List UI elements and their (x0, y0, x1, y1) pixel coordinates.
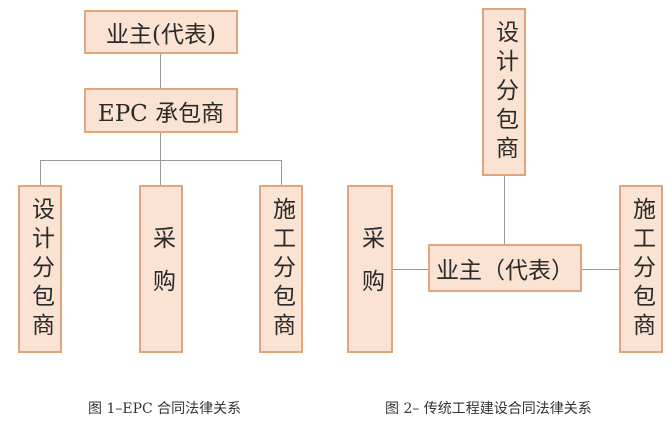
design-subcontractor-box: 设计分包商 (18, 185, 62, 353)
diagram2-caption: 图 2– 传统工程建设合同法律关系 (385, 401, 592, 417)
connector-design-owner (504, 176, 505, 244)
owner-label-2: 业主（代表） (436, 258, 574, 284)
owner-box: 业主(代表) (84, 10, 238, 54)
contractor-box: EPC 承包商 (84, 88, 238, 133)
construction-subcontractor-label-2: 施工分包商 (628, 196, 655, 342)
connector-contractor-bus (160, 132, 161, 160)
construction-subcontractor-label: 施工分包商 (268, 196, 295, 342)
connector-bus-construction (281, 160, 282, 185)
owner-box-2: 业主（代表） (428, 244, 582, 292)
procurement-box-2: 采购 (347, 185, 393, 353)
procurement-label-2: 采购 (357, 226, 384, 312)
design-subcontractor-label-2: 设计分包商 (491, 19, 518, 165)
connector-bus-procurement (160, 160, 161, 185)
diagram1-caption: 图 1–EPC 合同法律关系 (88, 401, 242, 417)
connector-owner-contractor (160, 53, 161, 88)
connector-owner-construction (581, 269, 619, 270)
construction-subcontractor-box-2: 施工分包商 (619, 185, 663, 353)
contractor-label: EPC 承包商 (97, 100, 225, 127)
design-subcontractor-box-2: 设计分包商 (482, 8, 526, 176)
procurement-label: 采购 (148, 226, 175, 312)
owner-label: 业主(代表) (106, 22, 216, 48)
connector-bus-design (40, 160, 41, 185)
construction-subcontractor-box: 施工分包商 (259, 185, 303, 353)
design-subcontractor-label: 设计分包商 (27, 196, 54, 342)
procurement-box: 采购 (139, 185, 183, 353)
connector-procurement-owner (392, 269, 428, 270)
